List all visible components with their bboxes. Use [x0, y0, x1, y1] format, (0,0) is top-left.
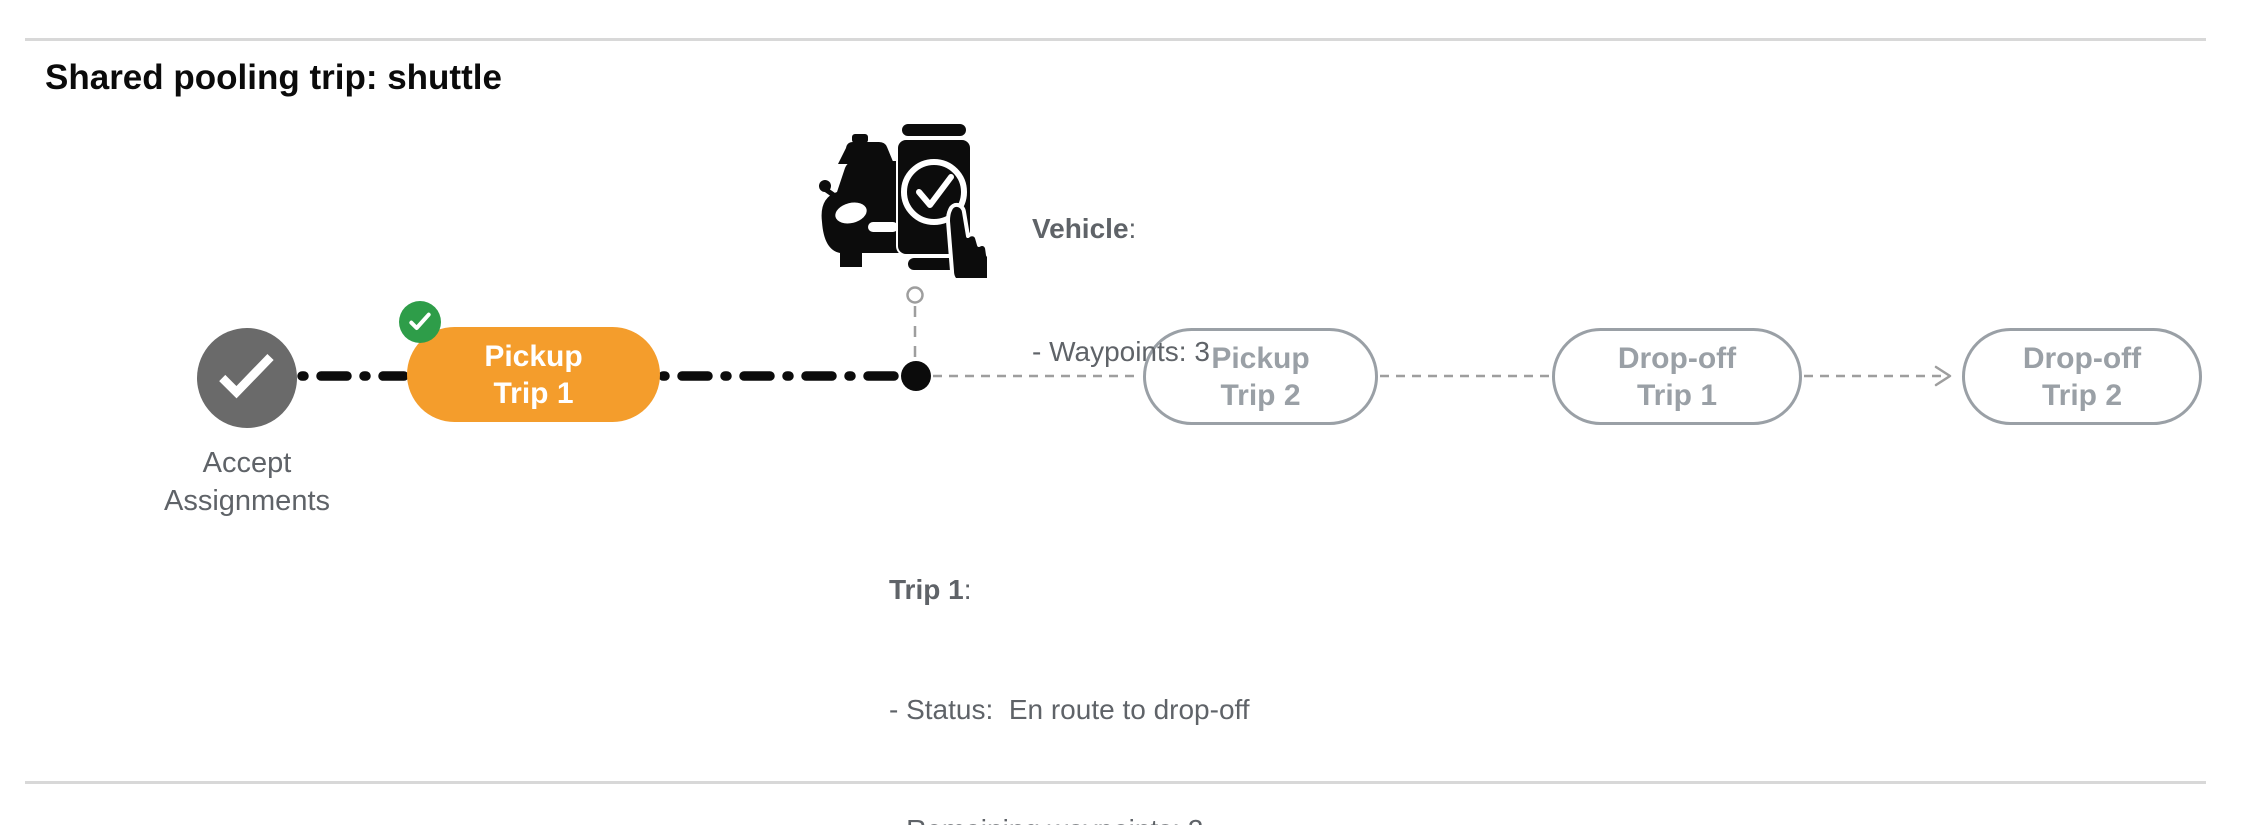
pill-line1: Pickup	[484, 339, 583, 373]
pill-line1: Drop-off	[2022, 341, 2142, 375]
top-divider	[25, 38, 2206, 41]
pill-line2: Trip 1	[493, 376, 574, 410]
accept-assignments-label: Accept Assignments	[117, 444, 377, 520]
node-pickup-trip-1: Pickup Trip 1	[407, 327, 660, 422]
vehicle-info-colon: :	[1128, 213, 1137, 244]
pill-line1: Pickup	[1211, 341, 1310, 375]
trip1-status-line: - Status: En route to drop-off	[889, 694, 1250, 725]
arrow-right-icon	[1934, 365, 1952, 387]
pill-line2: Trip 2	[2041, 378, 2123, 412]
trip1-label: Trip 1	[889, 574, 964, 605]
pill-line2: Trip 1	[1636, 378, 1718, 412]
vehicle-waypoints-line: - Waypoints: 3	[1032, 336, 1210, 367]
vehicle-info-panel: Vehicle: - Waypoints: 3	[1032, 126, 1210, 454]
completed-badge	[399, 301, 441, 343]
accept-assignments-node	[197, 328, 297, 428]
trip1-heading: Trip 1:	[889, 570, 1250, 610]
bottom-divider	[25, 781, 2206, 784]
pill-line1: Drop-off	[1617, 341, 1737, 375]
trip1-colon: :	[963, 574, 972, 605]
node-pickup-trip-2: Pickup Trip 2	[1143, 328, 1378, 425]
trip-status-panel: Trip 1: - Status: En route to drop-off -…	[889, 490, 1250, 825]
node-dropoff-trip-2: Drop-off Trip 2	[1962, 328, 2202, 425]
page-title: Shared pooling trip: shuttle	[45, 58, 502, 97]
accept-label-line2: Assignments	[163, 485, 330, 517]
pill-line2: Trip 2	[1220, 378, 1301, 412]
node-dropoff-trip-1: Drop-off Trip 1	[1552, 328, 1802, 425]
vehicle-info-label: Vehicle	[1032, 213, 1129, 244]
check-icon	[219, 353, 274, 399]
check-icon	[409, 312, 431, 330]
vehicle-info-heading: Vehicle:	[1032, 208, 1210, 249]
trip1-waypoints-line: - Remaining waypoints: 2	[889, 810, 1250, 825]
vehicle-phone-check-icon	[819, 122, 987, 278]
current-position-dot-icon	[901, 361, 931, 391]
vehicle-anchor-dot-icon	[906, 286, 924, 304]
accept-label-line1: Accept	[202, 447, 292, 479]
